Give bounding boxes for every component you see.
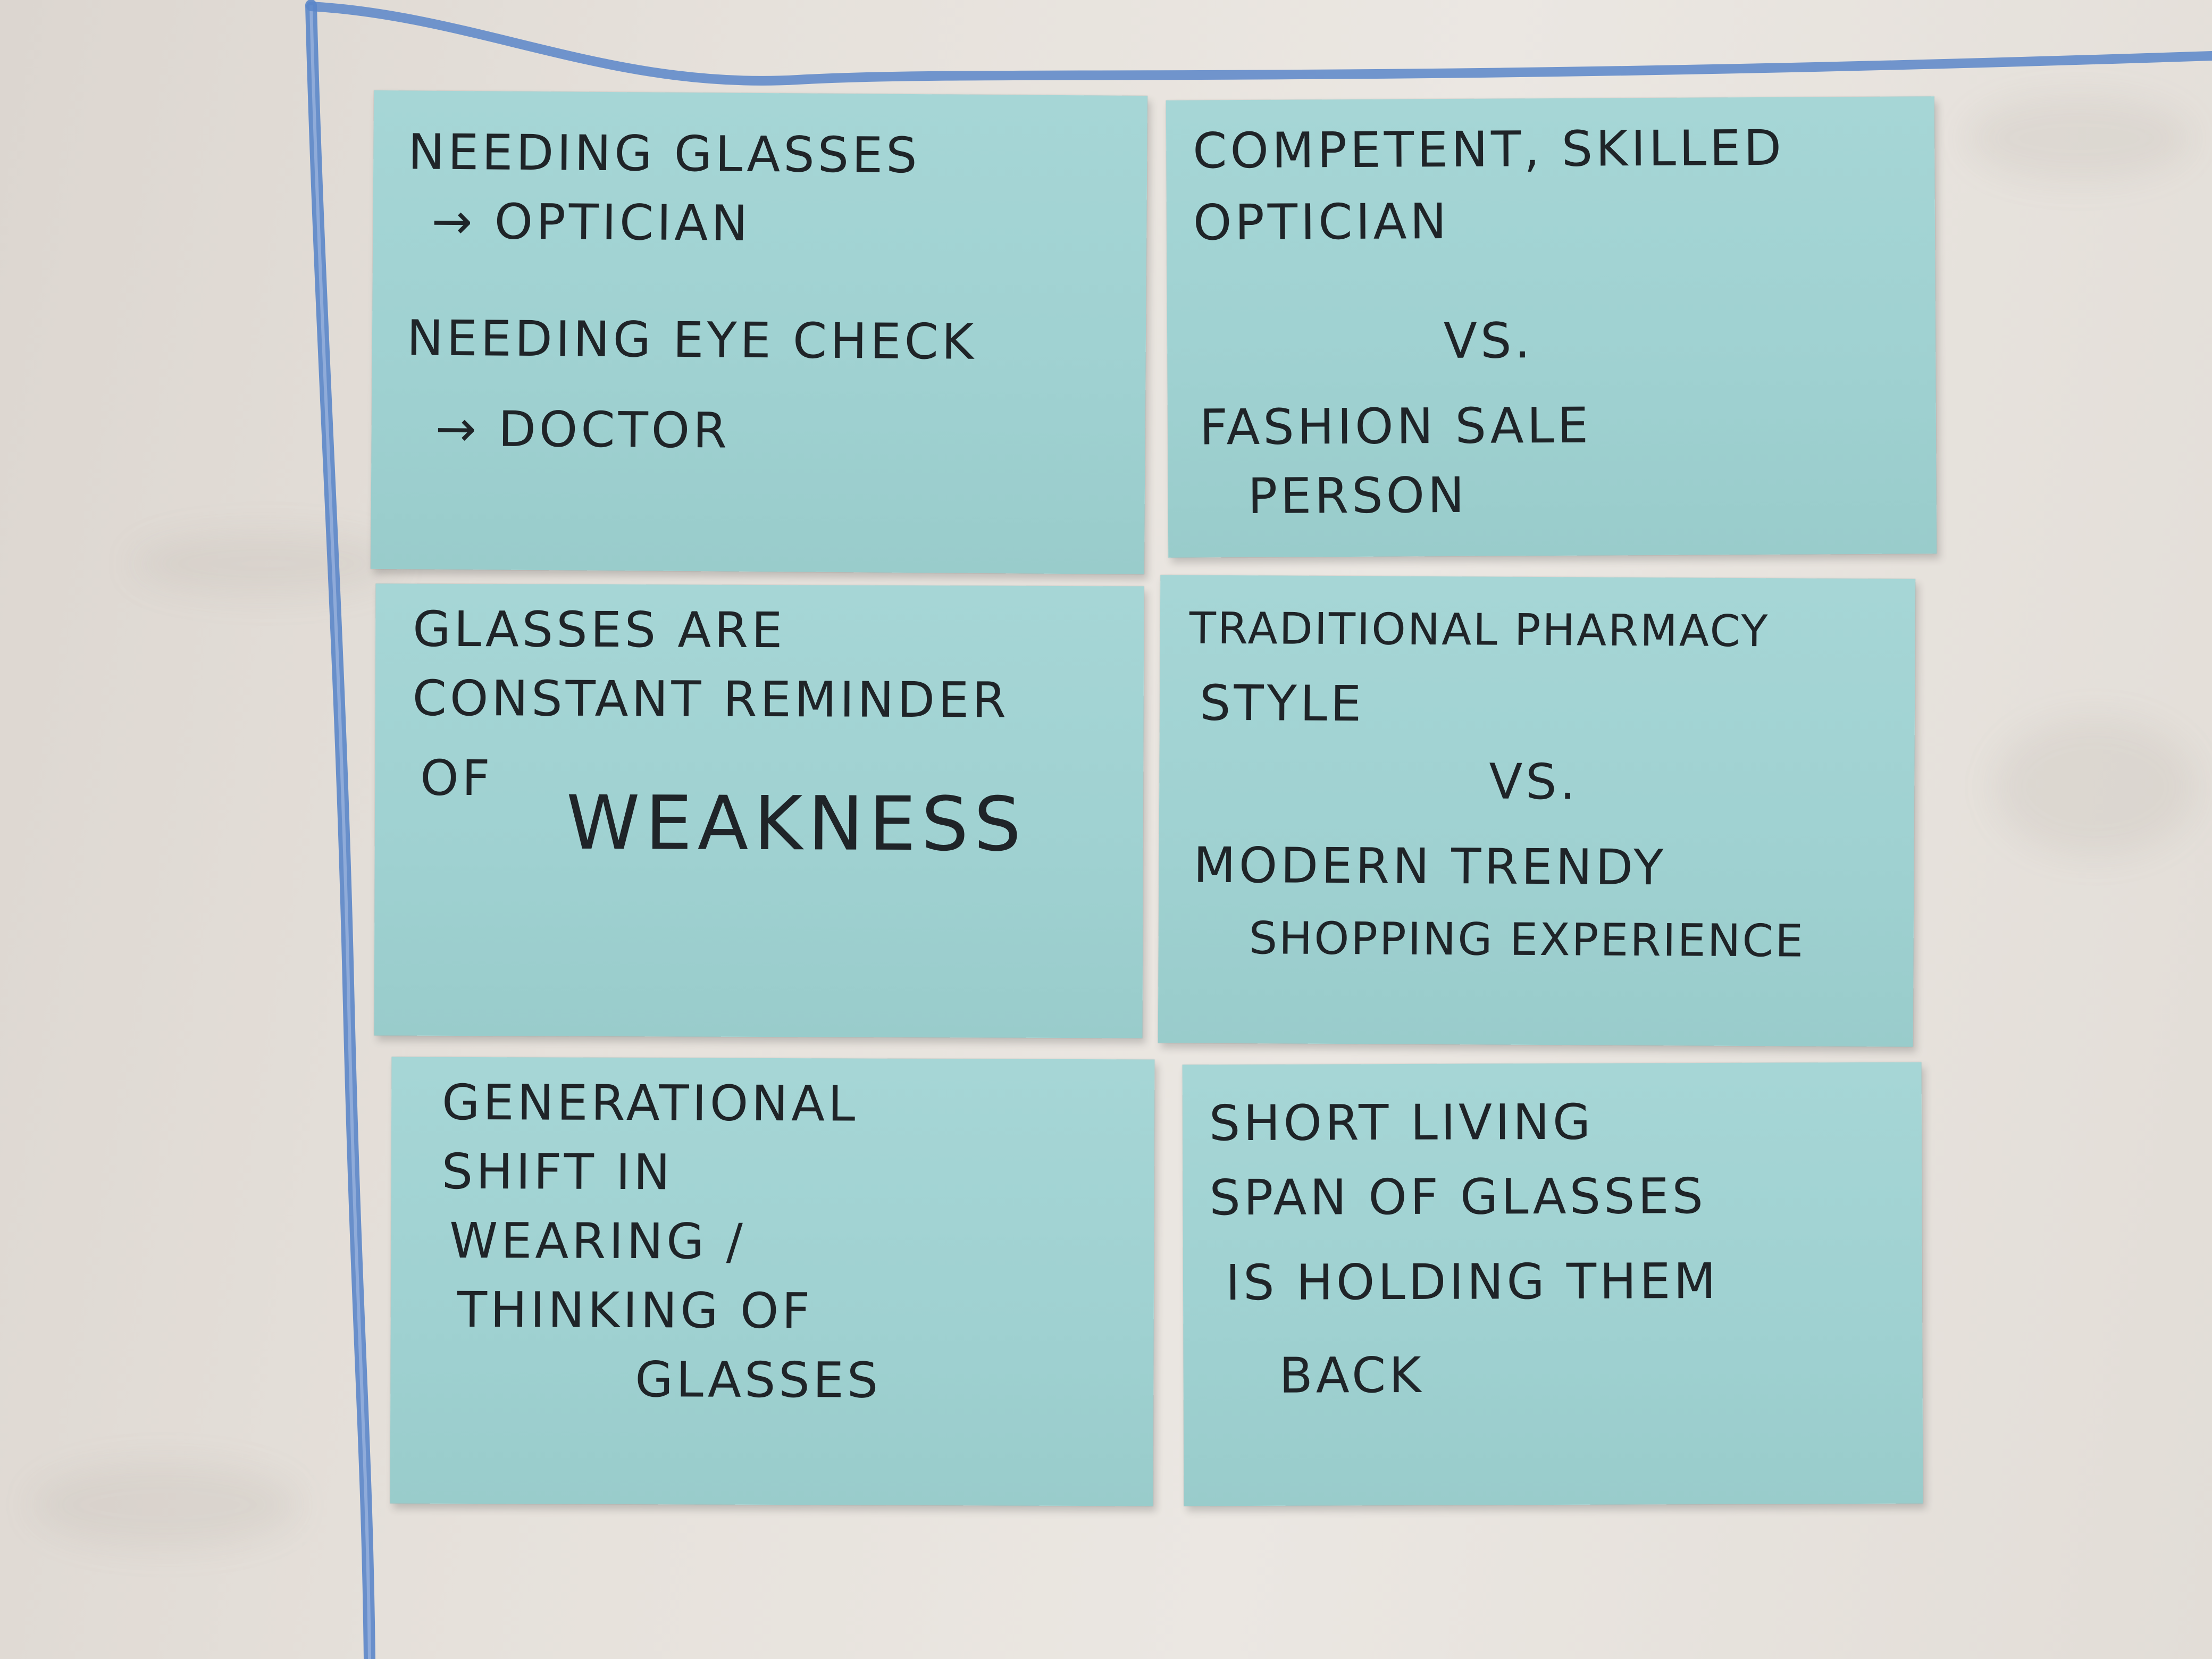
note-line: IS HOLDING THEM [1225, 1252, 1720, 1312]
note-line: WEAKNESS [566, 780, 1027, 868]
sticky-note-1[interactable]: NEEDING GLASSES → OPTICIAN NEEDING EYE C… [370, 90, 1148, 575]
note-line: VS. [1443, 312, 1534, 370]
note-line: FASHION SALE [1199, 397, 1592, 456]
note-line: VS. [1489, 753, 1579, 811]
note-line: CONSTANT REMINDER [412, 669, 1010, 729]
note-line: → OPTICIAN [431, 192, 751, 252]
note-line: BACK [1279, 1346, 1425, 1404]
sticky-note-6[interactable]: SHORT LIVING SPAN OF GLASSES IS HOLDING … [1182, 1062, 1923, 1506]
note-line: COMPETENT, SKILLED [1192, 119, 1785, 180]
note-line: MODERN TRENDY [1193, 836, 1667, 896]
sticky-note-2[interactable]: COMPETENT, SKILLED OPTICIAN VS. FASHION … [1166, 96, 1937, 558]
note-line: WEARING / [449, 1212, 746, 1270]
note-line: GENERATIONAL [441, 1074, 859, 1133]
note-line: GLASSES ARE [413, 600, 786, 659]
note-line: NEEDING EYE CHECK [406, 309, 977, 371]
note-line: SHOPPING EXPERIENCE [1249, 912, 1805, 967]
note-line: SHIFT IN [441, 1143, 674, 1201]
note-line: SHORT LIVING [1209, 1093, 1594, 1152]
note-line: PERSON [1247, 466, 1468, 525]
note-line: THINKING OF [457, 1281, 814, 1340]
note-line: STYLE [1199, 674, 1365, 733]
horizontal-marker-line [306, 2, 2212, 86]
sticky-note-5[interactable]: GENERATIONAL SHIFT IN WEARING / THINKING… [390, 1057, 1155, 1506]
note-line: GLASSES [635, 1351, 882, 1409]
note-line: OF [420, 749, 493, 807]
sticky-note-4[interactable]: TRADITIONAL PHARMACY STYLE VS. MODERN TR… [1158, 575, 1916, 1047]
sticky-note-3[interactable]: GLASSES ARE CONSTANT REMINDER OF WEAKNES… [374, 583, 1144, 1038]
note-line: TRADITIONAL PHARMACY [1189, 603, 1770, 657]
note-line: OPTICIAN [1193, 192, 1450, 252]
note-line: SPAN OF GLASSES [1209, 1167, 1707, 1227]
note-line: NEEDING GLASSES [407, 123, 921, 185]
note-line: → DOCTOR [435, 400, 731, 459]
